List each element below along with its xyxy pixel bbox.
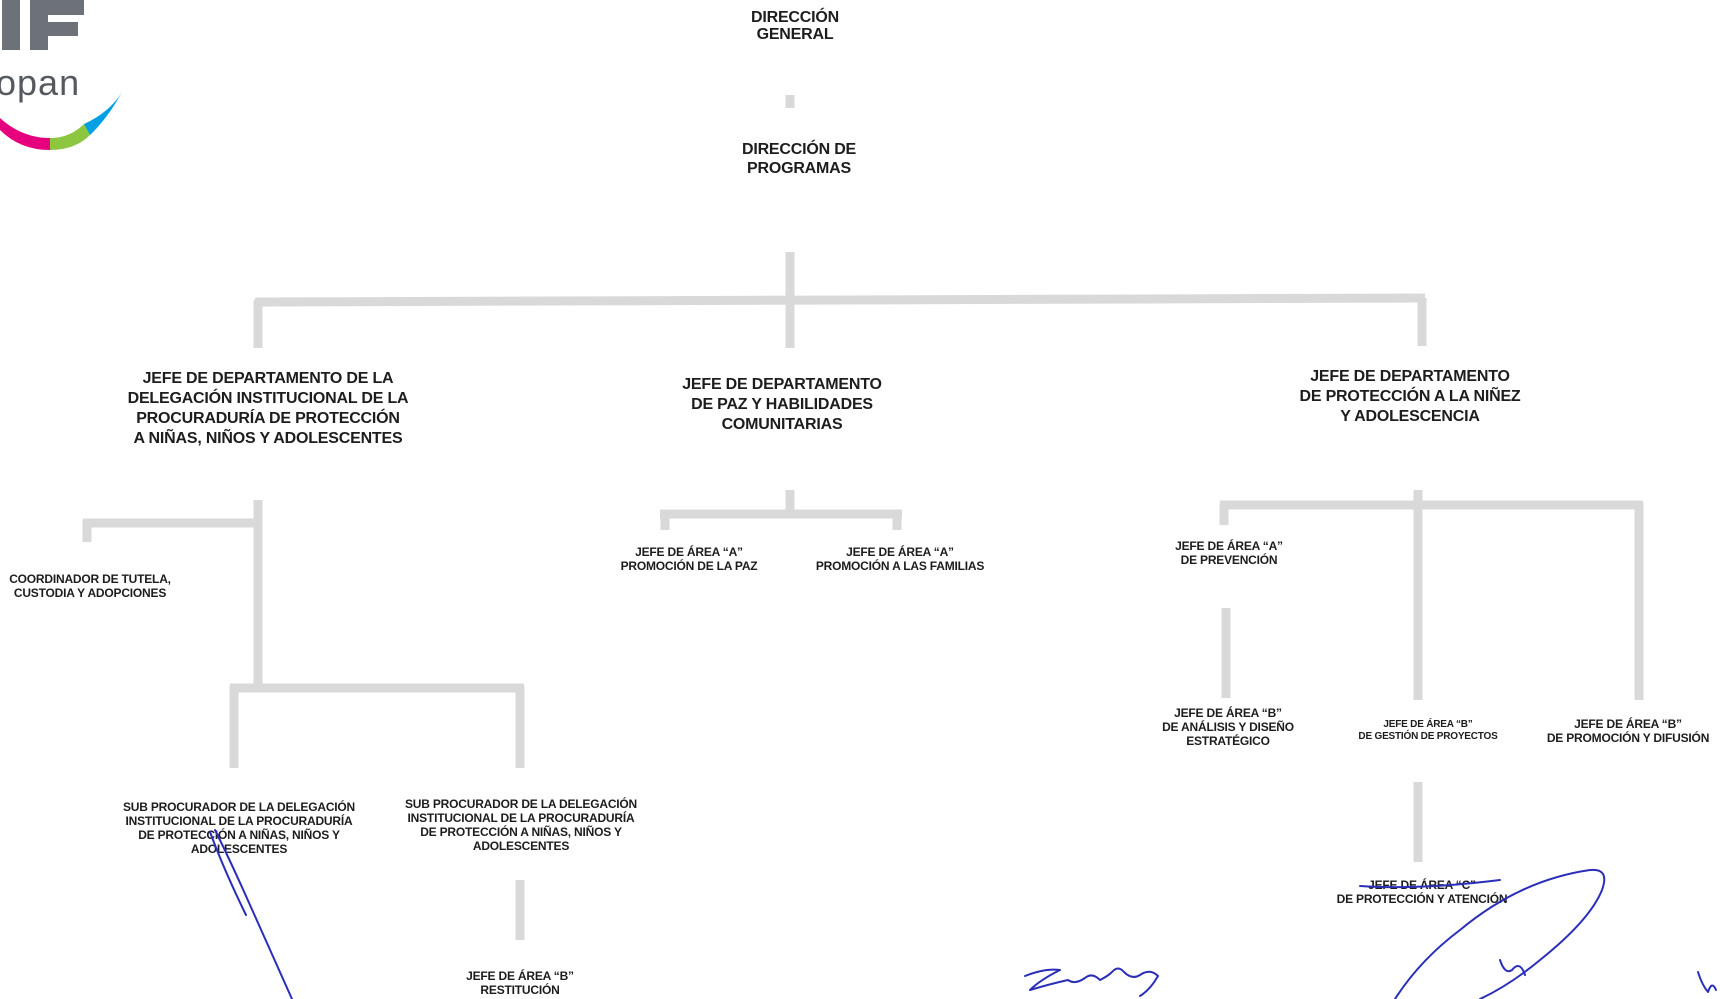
node-label-line: COORDINADOR DE TUTELA, <box>9 572 171 586</box>
dif-logo-graphic <box>0 0 122 150</box>
node-jefe-area-b-restitucion: JEFE DE ÁREA “B”RESTITUCIÓN <box>466 969 574 997</box>
node-label-line: Y ADOLESCENCIA <box>1340 408 1480 425</box>
node-label-line: PROCURADURÍA DE PROTECCIÓN <box>136 410 400 427</box>
node-label-line: DE PROTECCIÓN Y ATENCIÓN <box>1336 892 1508 906</box>
node-label-line: PROMOCIÓN DE LA PAZ <box>620 559 758 573</box>
node-label-line: A NIÑAS, NIÑOS Y ADOLESCENTES <box>133 430 403 447</box>
node-label-line: JEFE DE DEPARTAMENTO DE LA <box>142 370 394 387</box>
node-label-line: JEFE DE ÁREA “B” <box>1574 717 1682 731</box>
node-label-line: INSTITUCIONAL DE LA PROCURADURÍA <box>125 814 353 828</box>
node-label-line: ESTRATÉGICO <box>1186 734 1270 748</box>
dif-logo: opan <box>0 0 130 160</box>
node-label-line: PROMOCIÓN A LAS FAMILIAS <box>815 559 985 573</box>
node-jefe-area-a-paz: JEFE DE ÁREA “A”PROMOCIÓN DE LA PAZ <box>621 545 758 573</box>
node-label-line: DELEGACIÓN INSTITUCIONAL DE LA <box>127 390 409 407</box>
connector-line <box>254 293 1426 307</box>
node-label-line: JEFE DE DEPARTAMENTO <box>1310 368 1510 385</box>
node-label-line: RESTITUCIÓN <box>480 983 560 997</box>
node-label-line: CUSTODIA Y ADOPCIONES <box>13 586 167 600</box>
node-label-line: JEFE DE ÁREA “C” <box>1368 878 1476 892</box>
node-label-line: DE PROTECCIÓN A NIÑAS, NIÑOS Y <box>138 828 340 842</box>
node-coordinador-tutela: COORDINADOR DE TUTELA,CUSTODIA Y ADOPCIO… <box>9 572 171 600</box>
node-label-line: DIRECCIÓN DE <box>741 141 857 158</box>
node-jefe-departamento-proteccion: JEFE DE DEPARTAMENTO DE PROTECCIÓN A LA N… <box>1300 367 1521 427</box>
node-label-line: COMUNITARIAS <box>721 416 843 433</box>
node-label-line: JEFE DE ÁREA “B” <box>1174 706 1282 720</box>
node-direccion-programas: DIRECCIÓN DE PROGRAMAS <box>742 140 856 178</box>
node-label-line: ADOLESCENTES <box>472 839 570 853</box>
node-label-line: SUB PROCURADOR DE LA DELEGACIÓN <box>122 800 356 814</box>
node-label-line: JEFE DE ÁREA “A” <box>1175 539 1283 553</box>
node-label-line: DE PROMOCIÓN Y DIFUSIÓN <box>1546 731 1710 745</box>
node-jefe-area-c-proteccion: JEFE DE ÁREA “C”DE PROTECCIÓN Y ATENCIÓN <box>1337 878 1508 906</box>
node-label-line: GENERAL <box>756 26 834 43</box>
node-jefe-area-b-promocion: JEFE DE ÁREA “B”DE PROMOCIÓN Y DIFUSIÓN <box>1546 717 1710 745</box>
node-label-line: JEFE DE ÁREA “A” <box>846 545 954 559</box>
node-jefe-departamento-paz: JEFE DE DEPARTAMENTO DE PAZ Y HABILIDADES… <box>682 375 882 435</box>
node-label-line: ADOLESCENTES <box>190 842 288 856</box>
node-label-line: JEFE DE ÁREA “B” <box>1383 719 1473 730</box>
node-jefe-departamento-delegacion: JEFE DE DEPARTAMENTO DE LA DELEGACIÓN INS… <box>128 369 409 449</box>
node-label-line: JEFE DE ÁREA “B” <box>466 969 574 983</box>
node-label-line: SUB PROCURADOR DE LA DELEGACIÓN <box>404 797 638 811</box>
node-label-line: DE PROTECCIÓN A NIÑAS, NIÑOS Y <box>420 825 622 839</box>
node-label-line: JEFE DE ÁREA “A” <box>635 545 743 559</box>
node-jefe-area-a-prevencion: JEFE DE ÁREA “A”DE PREVENCIÓN <box>1175 539 1283 567</box>
node-label-line: INSTITUCIONAL DE LA PROCURADURÍA <box>407 811 635 825</box>
node-label-line: JEFE DE DEPARTAMENTO <box>682 376 882 393</box>
node-label-line: DE GESTIÓN DE PROYECTOS <box>1358 731 1498 742</box>
node-label-line: DE PROTECCIÓN A LA NIÑEZ <box>1299 388 1521 405</box>
node-label-line: DE ANÁLISIS Y DISEÑO <box>1162 720 1294 734</box>
logo-text: opan <box>0 62 81 103</box>
node-jefe-area-a-familias: JEFE DE ÁREA “A”PROMOCIÓN A LAS FAMILIAS <box>815 545 985 573</box>
node-label-line: DE PREVENCIÓN <box>1180 553 1278 567</box>
node-jefe-area-b-gestion: JEFE DE ÁREA “B”DE GESTIÓN DE PROYECTOS <box>1358 719 1497 743</box>
node-label-line: PROGRAMAS <box>747 160 851 177</box>
node-label-line: DE PAZ Y HABILIDADES <box>691 396 873 413</box>
node-label-line: DIRECCIÓN <box>751 9 839 26</box>
